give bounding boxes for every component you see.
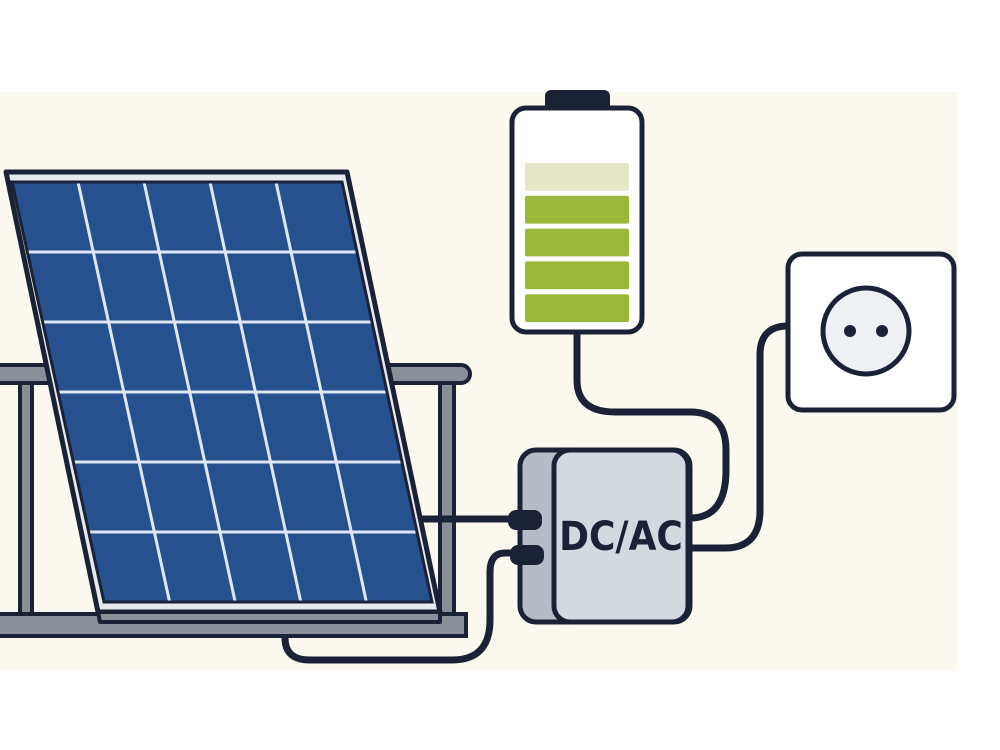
socket-cable xyxy=(686,322,792,552)
battery-charge-segments xyxy=(525,163,629,322)
battery-icon xyxy=(509,90,645,335)
socket-hole-left xyxy=(844,325,856,337)
cables xyxy=(281,322,792,664)
inverter-port-top xyxy=(508,510,542,530)
battery-segment-filled xyxy=(525,261,629,290)
inverter-port-bottom xyxy=(510,545,544,565)
inverter-icon: DC/AC xyxy=(508,447,693,625)
battery-segment-filled xyxy=(525,228,629,257)
panel-cable-bottom xyxy=(281,549,519,664)
battery-segment-empty xyxy=(525,163,629,191)
inverter-label: DC/AC xyxy=(559,514,683,560)
battery-segment-filled xyxy=(525,195,629,224)
socket-hole-right xyxy=(876,325,888,337)
panel-cell-grid xyxy=(27,181,417,603)
battery-cable xyxy=(573,331,730,522)
battery-segment-filled xyxy=(525,294,629,322)
socket-face xyxy=(820,285,912,377)
solar-panel-icon xyxy=(3,169,443,624)
power-socket-icon xyxy=(785,251,957,413)
